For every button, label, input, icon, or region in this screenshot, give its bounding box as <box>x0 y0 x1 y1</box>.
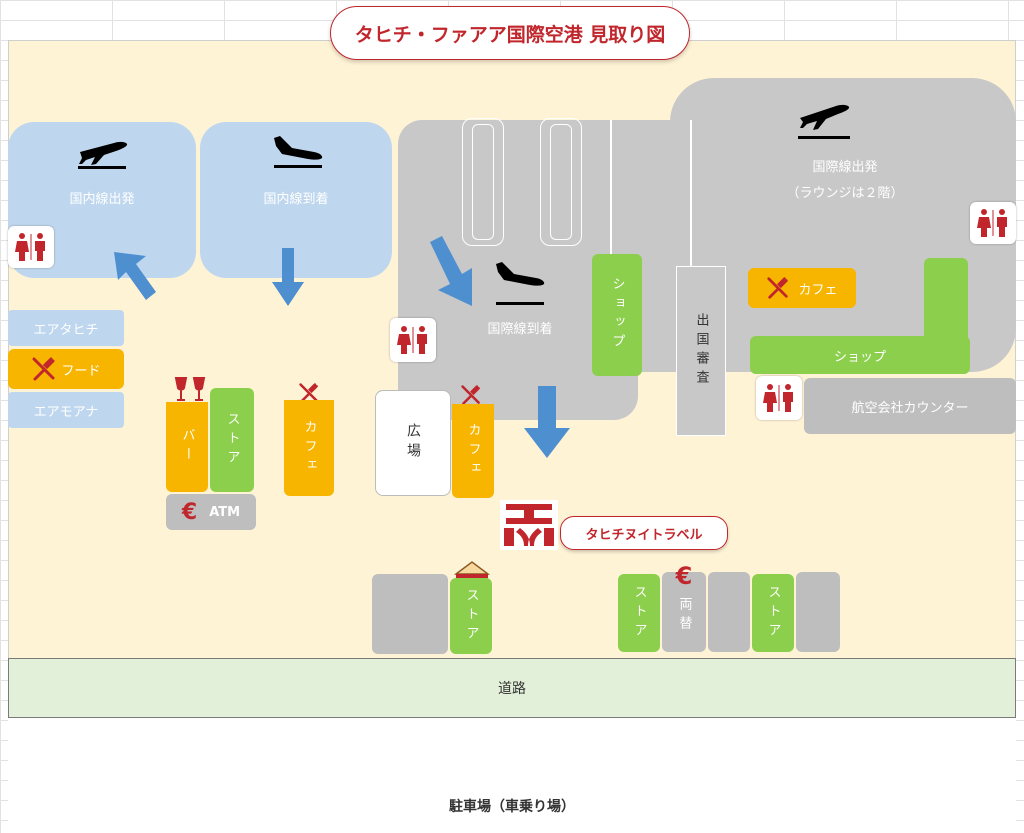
shop-store-left: ストア <box>210 388 254 492</box>
arrow-icon <box>524 386 570 458</box>
label-domestic-arrival: 国内線到着 <box>263 192 329 207</box>
shop-cafe-center: カフェ <box>452 404 494 498</box>
shop-store-bottom-center: ストア <box>618 574 660 652</box>
shop-cafe-departure: カフェ <box>748 268 856 308</box>
map-title: タヒチ・ファアア国際空港 見取り図 <box>330 6 690 60</box>
shop-store-bottom-left: ストア <box>450 578 492 654</box>
arrow-icon <box>272 248 304 306</box>
restroom-icon <box>8 226 54 268</box>
restroom-icon <box>756 376 802 420</box>
shop-vertical: ショップ <box>592 254 642 376</box>
plane-landing-icon <box>496 262 545 305</box>
counter-air-moana: エアモアナ <box>8 392 124 428</box>
bottom-block <box>372 574 448 654</box>
immigration: 出国審査 <box>676 266 726 436</box>
restroom-icon <box>970 202 1016 244</box>
road: 道路 <box>8 658 1016 718</box>
connector-line <box>690 120 692 372</box>
label-international-departure: 国際線出発 <box>812 160 878 175</box>
label-domestic-departure: 国内線出発 <box>69 192 135 207</box>
shop-departure: ショップ <box>750 336 970 374</box>
label-lounge-note: （ラウンジは２階） <box>786 186 904 201</box>
atm: € ATM <box>166 494 256 530</box>
euro-icon: € <box>181 499 198 525</box>
parking-area <box>8 718 1016 833</box>
travel-agency-label: タヒチヌイトラベル <box>560 516 728 550</box>
shop-food-label: フード <box>61 363 101 379</box>
shop-food: フード <box>8 349 124 389</box>
atm-label: ATM <box>209 504 241 520</box>
zone-domestic-departure: 国内線出発 <box>8 122 196 278</box>
plane-landing-icon <box>274 136 323 168</box>
plaza: 広場 <box>375 390 451 496</box>
shop-cafe-left: カフェ <box>284 400 334 496</box>
baggage-belt-left-inner <box>472 124 494 240</box>
baggage-belt-left <box>462 118 504 246</box>
exchange: € 両替 <box>662 562 706 652</box>
euro-icon: € <box>675 562 693 590</box>
connector-line <box>610 120 612 372</box>
label-international-arrival: 国際線到着 <box>487 322 553 337</box>
fork-knife-icon <box>461 385 480 405</box>
baggage-belt-right <box>540 118 582 246</box>
plane-takeoff-icon <box>78 141 128 169</box>
arrow-icon <box>430 236 472 306</box>
airline-counter: 航空会社カウンター <box>804 378 1016 434</box>
fork-knife-icon <box>32 357 55 381</box>
bottom-block <box>796 572 840 652</box>
counter-air-tahiti: エアタヒチ <box>8 310 124 346</box>
fork-knife-icon <box>767 277 789 299</box>
plane-takeoff-icon <box>798 104 850 139</box>
arrow-icon <box>114 252 156 300</box>
shop-store-bottom-right: ストア <box>752 574 794 652</box>
travel-logo-icon <box>500 500 558 550</box>
parking-label: 駐車場（車乗り場） <box>449 799 575 815</box>
shop-cafe-departure-label: カフェ <box>798 282 838 298</box>
bottom-block <box>708 572 750 652</box>
baggage-belt-right-inner <box>550 124 572 240</box>
zone-domestic-arrival: 国内線到着 <box>200 122 392 278</box>
wine-glasses-icon <box>174 377 206 401</box>
restroom-icon <box>390 318 436 362</box>
shop-bar: バー <box>166 402 208 492</box>
exchange-label: 両替 <box>676 597 692 635</box>
